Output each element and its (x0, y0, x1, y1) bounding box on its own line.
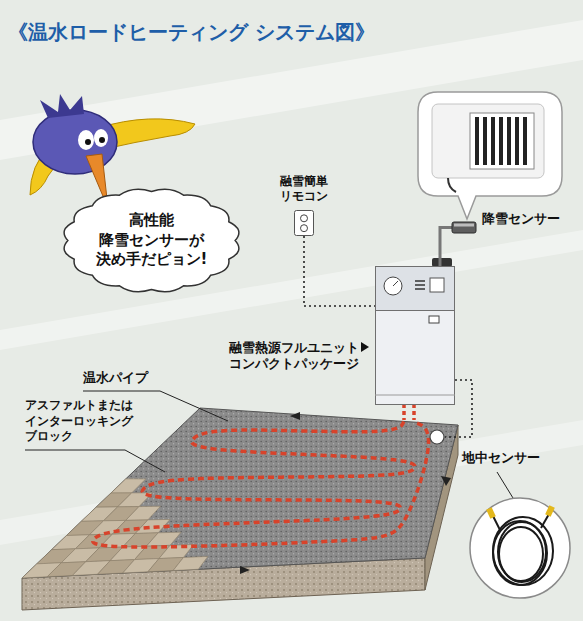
ground-sensor-callout (486, 507, 496, 519)
unit-pointer (361, 342, 369, 352)
snow-sensor-callout (483, 117, 487, 165)
bird-mascot (85, 139, 91, 145)
node-text: 地中センサー (462, 450, 540, 467)
ground-sensor-callout (470, 498, 570, 598)
heat-source-unit-part (415, 288, 425, 290)
bird-mascot (33, 110, 117, 174)
interlocking-block (126, 506, 161, 520)
heat-source-unit-part (415, 284, 425, 286)
connector (304, 236, 375, 306)
flow-arrows (441, 476, 451, 486)
ground-sensor-callout (493, 516, 500, 530)
remote-control: 融雪簡単 リモコン (294, 210, 314, 236)
part-label: 温水パイプ (83, 370, 148, 387)
unit-pointer (361, 342, 369, 352)
bird-mascot (78, 130, 94, 150)
bird-mascot (40, 94, 84, 118)
snow-sensor-callout (448, 178, 456, 192)
bird-mascot (94, 129, 108, 147)
title-holder: 《温水ロードヒーティング システム図》 (8, 20, 375, 44)
node-text: 融雪熱源フルユニット コンパクトパッケージ (229, 340, 359, 373)
interlocking-block (173, 556, 208, 570)
ground-sensor: 地中センサー (429, 429, 445, 445)
ground-sensor-callout (493, 514, 553, 585)
snow-sensor-part (452, 222, 476, 233)
snow-sensor-callout (507, 117, 511, 165)
pipe-riser (402, 404, 406, 420)
pipe-riser (404, 404, 414, 420)
leader-lines (25, 450, 165, 472)
node-text: 高性能 降雪センサーが 決め手だピョン! (96, 211, 208, 270)
remote-control-part (301, 215, 308, 222)
snow-sensor-callout (491, 117, 495, 165)
heat-source-unit-part (429, 316, 439, 323)
interlocking-blocks (22, 479, 208, 578)
node-text: 降雪センサー (482, 211, 560, 228)
heat-source-unit-part (415, 280, 425, 282)
leader-lines (497, 472, 513, 498)
flow-arrows (290, 412, 300, 420)
snow-sensor: 降雪センサー (452, 222, 476, 233)
ground-sensor-part (430, 430, 444, 444)
interlocking-block (111, 479, 146, 493)
ground-sensor-callout (541, 514, 549, 528)
hot-water-pipe (93, 421, 429, 547)
snow-sensor-callout (499, 117, 503, 165)
snow-sensor-shape (452, 222, 476, 233)
unit-top-controller (432, 258, 452, 267)
connector (440, 228, 452, 267)
remote-control-part (301, 225, 308, 232)
snow-sensor-callout (475, 117, 479, 165)
ground-sensor-callout (499, 527, 543, 581)
heat-source-unit: 融雪熱源フルユニット コンパクトパッケージ (375, 266, 455, 405)
heat-source-unit-part (430, 278, 444, 292)
flow-arrows (240, 566, 250, 574)
heat-source-unit-part (376, 267, 455, 311)
snow-sensor-part (454, 224, 474, 227)
label-holder: アスファルトまたは インターロッキング ブロック (25, 398, 133, 445)
pavement-slab (22, 408, 458, 610)
pipe-riser (412, 404, 416, 420)
bird-mascot (99, 137, 105, 143)
ground-sensor-shape (429, 429, 445, 445)
snow-sensor-callout (470, 113, 534, 169)
interlocking-block (146, 532, 181, 546)
snow-sensor-callout (432, 104, 544, 178)
heat-source-unit-part (375, 395, 455, 396)
leader-lines (25, 391, 513, 498)
snow-sensor-callout (418, 92, 562, 219)
node-text: 融雪簡単 リモコン (280, 174, 328, 205)
flow-arrows (240, 412, 451, 574)
pavement-slab (22, 408, 458, 578)
speech-bubble: 高性能 降雪センサーが 決め手だピョン! (62, 188, 241, 293)
speech-bubble-part (64, 189, 239, 292)
label-holder: 温水パイプ (83, 370, 148, 387)
snow-sensor-callout (475, 117, 527, 165)
title: 《温水ロードヒーティング システム図》 (8, 20, 375, 44)
unit-top-controller (432, 258, 452, 267)
heat-source-unit-part (384, 277, 402, 295)
snow-sensor-callout (515, 117, 519, 165)
snow-sensor-callout (418, 92, 562, 219)
heat-source-unit-part (376, 267, 455, 405)
ground-sensor-callout (493, 517, 553, 585)
part-label: アスファルトまたは インターロッキング ブロック (25, 398, 133, 445)
remote-control-shape (294, 210, 314, 236)
ground-sensor-callout (470, 498, 570, 598)
remote-control-part (295, 211, 314, 236)
ground-sensor-callout (545, 505, 555, 517)
heat-source-unit-shape (375, 266, 455, 405)
heat-source-unit-part (393, 281, 398, 286)
snow-sensor-callout (523, 117, 527, 165)
